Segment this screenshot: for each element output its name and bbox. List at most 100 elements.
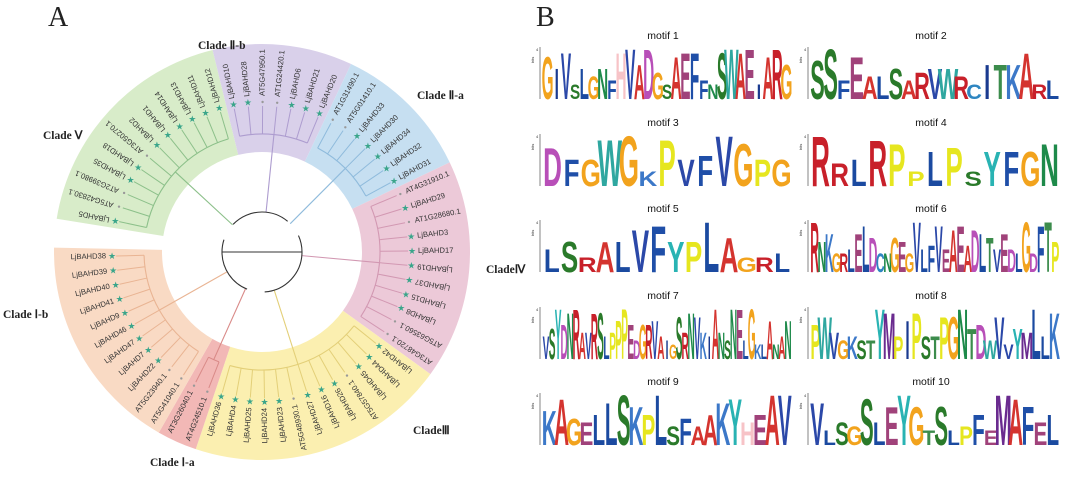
motif-letter: E [898, 232, 906, 278]
leaf-star-icon: ★ [153, 140, 161, 150]
motif-letter: G [832, 249, 841, 278]
leaf-branch [235, 368, 242, 396]
clade-label-ia: Clade Ⅰ-a [150, 457, 195, 469]
leaf-branch [286, 367, 294, 395]
motif-letter: A [1008, 389, 1023, 451]
motif-letter: A [720, 228, 739, 278]
motif-letter: A [778, 331, 785, 365]
motif-letter: D [869, 227, 878, 278]
motif-letter: A [766, 310, 773, 365]
leaf-branch [306, 116, 319, 144]
motif-letter: N [772, 340, 779, 364]
leaf-star-icon: ★ [229, 100, 237, 110]
leaf-star-icon: ★ [382, 163, 390, 173]
motif-letter: T [1044, 216, 1051, 278]
leaf-dot [331, 118, 334, 121]
leaf-dot [168, 368, 171, 372]
motif-letter: W [938, 61, 959, 105]
motif-letter: R [811, 130, 830, 192]
motif-letter: E [627, 315, 634, 365]
motif-letter: A [735, 43, 746, 105]
motif-letter: A [862, 70, 878, 105]
motif-letter: I [708, 331, 711, 365]
motif-letter: G [1020, 142, 1040, 192]
motif-letter: L [580, 59, 589, 105]
motif-letter: A [554, 389, 569, 451]
motif-letter: R [578, 253, 597, 277]
leaf-branch [133, 181, 159, 196]
motif-letter: L [544, 243, 560, 278]
motif-letter: Y [555, 303, 562, 365]
leaf-branch [221, 365, 231, 393]
leaf-branch [366, 306, 392, 320]
leaf-branch [346, 334, 367, 355]
leaf-star-icon: ★ [144, 345, 152, 355]
motif-letter: R [868, 130, 887, 192]
leaf-star-icon: ★ [215, 103, 223, 113]
motif-letter: S [662, 79, 672, 103]
motif-letter: E [1000, 224, 1008, 278]
motif-letter: D [1007, 244, 1016, 278]
motif-letter: N [597, 59, 608, 105]
leaf-star-icon: ★ [201, 108, 209, 118]
leaf-star-icon: ★ [374, 152, 382, 162]
leaf-branch [117, 266, 145, 271]
clade-stem [213, 288, 247, 360]
leaf-dot [180, 377, 183, 380]
motif-letter: V [1003, 339, 1014, 363]
leaf-star-icon: ★ [288, 100, 296, 110]
motif-letter: L [876, 70, 889, 105]
motif-letter: E [854, 224, 862, 278]
leaf-dot [292, 397, 295, 400]
motif-letter: I [555, 59, 559, 105]
motif-letter: L [823, 427, 836, 450]
leaf-branch [370, 195, 397, 207]
motif-letter: N [1040, 131, 1059, 192]
motif-letter: W [598, 130, 623, 192]
motif-y-label: bits [798, 144, 803, 150]
motif-letter: V [810, 390, 824, 451]
leaf-branch [344, 148, 366, 169]
motif-letter: R [573, 303, 580, 365]
motif-letter: G [837, 334, 849, 365]
leaf-branch [377, 273, 406, 280]
motif-letter: P [959, 421, 973, 451]
motif-letter: Y [667, 232, 684, 278]
clade-stem [301, 255, 380, 264]
motif-letter: P [685, 232, 702, 278]
motif-letter: T [986, 227, 993, 278]
clade-label-iv: CladeⅣ [486, 264, 526, 276]
motif-letter: W [983, 334, 998, 365]
leaf-branch [150, 328, 173, 348]
motif-letter: L [1031, 303, 1040, 365]
motif-letter: G [588, 71, 600, 105]
motif-letter: N [718, 325, 725, 365]
leaf-star-icon: ★ [112, 280, 120, 290]
motif-letter: D [975, 314, 986, 365]
motif-letter: R [830, 157, 849, 192]
motif-letter: M [883, 303, 896, 365]
leaf-star-icon: ★ [246, 397, 254, 407]
leaf-branch [352, 158, 375, 178]
motif-letter: P [810, 314, 820, 365]
motif-y-max: 4 [536, 134, 539, 139]
motif-letter: M [1020, 326, 1033, 365]
leaf-branch [171, 344, 190, 368]
leaf-star-icon: ★ [397, 303, 405, 313]
motif-letter: P [658, 130, 675, 192]
motif-letter: W [818, 306, 833, 365]
motif-y-max: 4 [804, 393, 807, 398]
leaf-branch [295, 112, 306, 140]
motif-letter: E [849, 44, 864, 105]
motif-letter: F [1022, 395, 1035, 451]
leaf-star-icon: ★ [407, 231, 415, 241]
leaf-branch [208, 361, 220, 389]
leaf-branch [318, 355, 334, 381]
motif-letter: E [942, 244, 950, 278]
motif-letter: S [549, 319, 556, 365]
